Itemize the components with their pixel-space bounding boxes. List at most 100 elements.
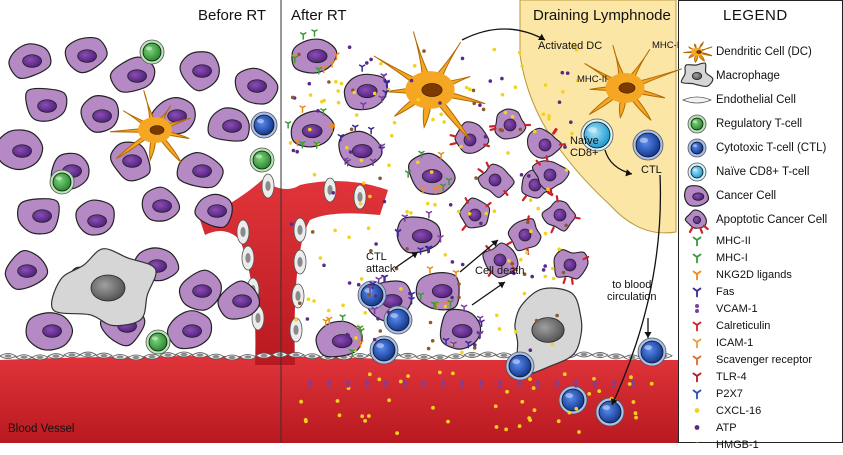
naive-cd8-t-cell [580, 118, 614, 152]
legend-ctl-icon [687, 138, 707, 158]
cancer-cell [396, 216, 442, 254]
cancer-cell [290, 110, 335, 148]
cancer-cell [25, 312, 74, 351]
cancer-cell [4, 249, 49, 290]
cytotoxic-t-cell-icon [678, 138, 716, 158]
cancer-cell [178, 269, 222, 311]
legend-item: P2X7 [678, 385, 841, 402]
cancer-cell [179, 51, 220, 92]
naive-cd8-label: Naïve CD8+ [570, 135, 599, 159]
cancer-cell [194, 193, 233, 229]
foreground-layer [284, 28, 662, 435]
arrow-dc-to-lymphnode [461, 28, 546, 41]
legend-item: Dendritic Cell (DC) [678, 40, 841, 64]
legend-item-label: ATP [716, 421, 737, 434]
apoptotic-cancer-cell [482, 242, 519, 279]
legend-item-label: Fas [716, 285, 735, 298]
regulatory-t-cell [249, 147, 275, 173]
legend-cancer-cell-icon [683, 185, 710, 207]
legend-item: Naïve CD8+ T-cell [678, 160, 841, 184]
draining-lymphnode-region [519, 0, 677, 234]
cancer-cell [64, 36, 108, 74]
regulatory-t-cell [49, 169, 75, 195]
legend-item: VCAM-1 [678, 300, 841, 317]
cancer-cell [207, 107, 250, 142]
ctl-lymph-label: CTL [641, 164, 662, 176]
to-blood-circulation-label: to blood circulation [607, 279, 657, 303]
legend-receptor-icon [692, 321, 702, 332]
apoptotic-cancer-cell [488, 108, 532, 140]
legend-item-label: Scavenger receptor [716, 353, 812, 366]
macrophage-after [514, 287, 583, 376]
arrow-cell-death-upper [459, 239, 499, 273]
legend-item: Fas [678, 283, 841, 300]
arrow-ctl-to-circulation [611, 174, 662, 406]
regulatory-t-cell-icon [678, 114, 716, 134]
legend-item: NKG2D ligands [678, 266, 841, 283]
legend-item: Apoptotic Cancer Cell [678, 208, 841, 232]
naive-cd8-t-cell-icon [678, 162, 716, 182]
ctl-attack-label: CTL attack [366, 251, 396, 275]
legend-item-label: MHC-I [716, 251, 748, 264]
legend-item: ICAM-1 [678, 334, 841, 351]
legend-endothelial-icon [681, 96, 713, 104]
cancer-cell [338, 130, 383, 168]
cytotoxic-t-cell-before [250, 111, 278, 139]
legend-receptor-icon [692, 287, 702, 298]
legend-receptor-icon [692, 372, 702, 383]
legend-treg-icon [687, 114, 707, 134]
cancer-cell [343, 73, 388, 111]
legend-item-label: Cytotoxic T-cell (CTL) [716, 142, 827, 154]
legend-receptor-icon [692, 236, 702, 247]
legend-item-label: Dendritic Cell (DC) [716, 46, 812, 58]
apoptotic-cancer-cell [459, 197, 492, 231]
before-rt-title: Before RT [198, 7, 267, 24]
legend-item: MHC-II [678, 232, 841, 249]
legend-item-label: NKG2D ligands [716, 268, 792, 281]
blood-vessel [0, 356, 678, 443]
cancer-cell [439, 308, 482, 350]
cancer-cell [141, 186, 181, 222]
cell-layer [0, 31, 683, 427]
cancer-cell [315, 320, 363, 358]
after-rt-title: After RT [291, 7, 347, 24]
legend-item-label: MHC-II [716, 234, 751, 247]
legend-receptor-icon [692, 338, 702, 349]
hmgb-1-icon [678, 435, 716, 455]
cytotoxic-t-cell [595, 397, 625, 427]
legend-macrophage-icon [680, 62, 714, 88]
mhc-ii-label: MHC-II [577, 74, 608, 85]
legend-receptor-icon [692, 389, 702, 400]
legend-item-label: Regulatory T-cell [716, 118, 803, 130]
legend-item: Scavenger receptor [678, 351, 841, 368]
cancer-cell [291, 38, 338, 74]
legend-item: Calreticulin [678, 317, 841, 334]
legend-item-label: Endothelial Cell [716, 94, 796, 106]
apoptotic-cancer-cell [506, 215, 542, 255]
legend-receptor-icon [692, 253, 702, 264]
legend-receptor-icon [692, 270, 702, 281]
legend-title: LEGEND [723, 7, 788, 24]
lymphnode-dendritic-cell [584, 45, 683, 121]
legend-item-label: ICAM-1 [716, 336, 754, 349]
legend-item-label: Naïve CD8+ T-cell [716, 166, 810, 178]
legend-dendritic-cell-icon [683, 41, 713, 63]
cancer-cell [75, 199, 115, 236]
legend-molecule-icon [694, 408, 700, 413]
macrophage-before [51, 248, 157, 327]
legend-item: TLR-4 [678, 368, 841, 385]
cancer-cell [166, 310, 213, 350]
legend-item: Endothelial Cell [678, 88, 841, 112]
apoptotic-cancer-cell [531, 155, 570, 196]
legend-item-label: Apoptotic Cancer Cell [716, 214, 828, 226]
cytotoxic-t-cell [505, 351, 535, 381]
cancer-cell [25, 87, 68, 122]
legend-icons [680, 41, 714, 443]
apoptotic-cancer-cell-icon [678, 210, 716, 230]
legend-receptor-icon [692, 355, 702, 366]
draining-lymphnode-title: Draining Lymphnode [533, 7, 671, 24]
cell-death-label: Cell death [475, 265, 525, 277]
dendritic-cell-icon [678, 42, 716, 62]
cancer-cell [234, 67, 279, 105]
